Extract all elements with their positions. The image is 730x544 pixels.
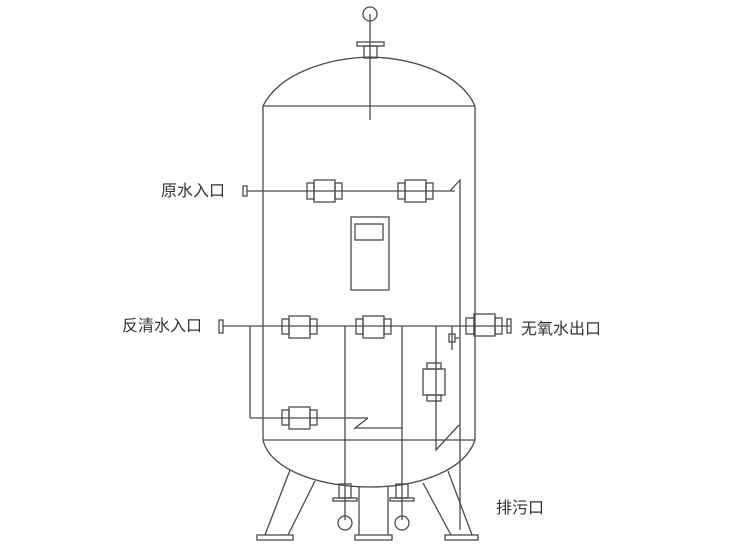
backwash-inlet-label: 反清水入口 <box>122 316 203 335</box>
tank-shell <box>262 56 476 488</box>
control-panel-icon <box>350 216 390 291</box>
raw-water-inlet-pipe <box>242 178 461 440</box>
side-valve <box>422 362 460 452</box>
bottom-gauge-left-icon <box>332 483 358 531</box>
raw-water-inlet-label: 原水入口 <box>161 181 226 200</box>
bottom-gauge-right-icon <box>389 483 415 531</box>
backwash-inlet-pipe <box>218 315 510 520</box>
lower-recirculation-pipe <box>250 406 402 430</box>
deoxygenated-outlet-pipe <box>448 313 512 350</box>
tank-legs <box>256 469 479 541</box>
top-pressure-gauge-icon <box>356 6 385 120</box>
drain-outlet-label: 排污口 <box>496 498 545 517</box>
deoxygenated-outlet-label: 无氧水出口 <box>521 319 602 338</box>
